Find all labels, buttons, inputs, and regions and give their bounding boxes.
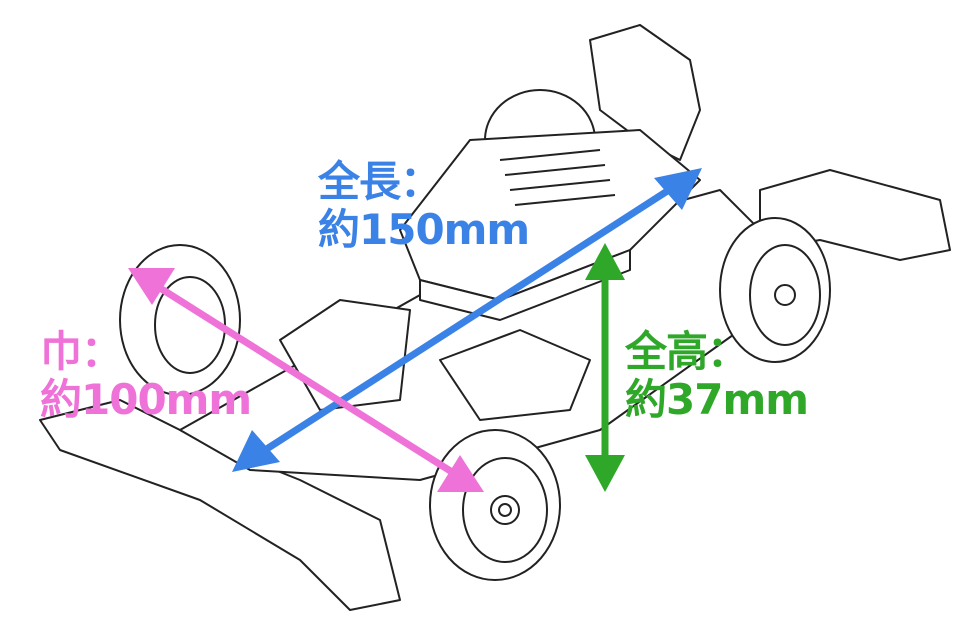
length-value: 約150mm: [318, 205, 530, 254]
height-value: 約37mm: [625, 375, 809, 424]
width-title: 巾：: [40, 327, 123, 376]
width-value: 約100mm: [40, 375, 252, 424]
width-arrow: [128, 268, 484, 492]
height-arrow: [585, 243, 625, 492]
height-title: 全高：: [625, 327, 749, 376]
width-label: 巾： 約100mm: [40, 327, 252, 424]
length-label: 全長： 約150mm: [318, 157, 530, 254]
height-label: 全高： 約37mm: [625, 327, 809, 424]
rear-bumper: [589, 24, 701, 161]
length-arrow: [232, 168, 702, 472]
motor: [439, 329, 591, 421]
length-title: 全長：: [318, 157, 442, 206]
front-bumper: [39, 399, 401, 611]
